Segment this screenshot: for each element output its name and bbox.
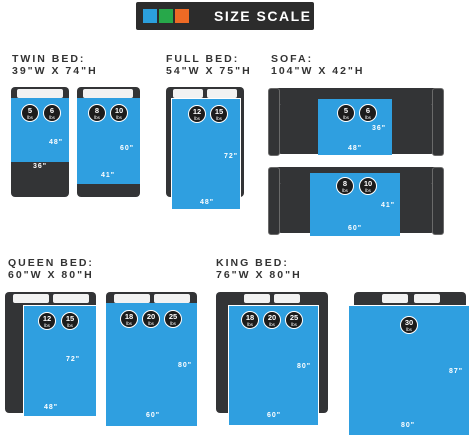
length-label: 80": [297, 363, 312, 370]
twin-bed-title: TWIN BED: 39"W X 74"H: [12, 53, 98, 77]
width-label: 36": [33, 163, 48, 170]
width-label: 60": [267, 412, 282, 419]
queen-bed-label: QUEEN BED:: [8, 257, 94, 269]
header-title: SIZE SCALE: [214, 8, 312, 24]
king-bed-label: KING BED:: [216, 257, 289, 269]
sofa-title: SOFA: 104"W X 42"H: [271, 53, 365, 77]
blue-swatch: [143, 9, 157, 23]
twin-blanket-small-ext: [11, 156, 69, 162]
sofa-arm-right: [432, 88, 444, 156]
length-label: 72": [66, 356, 81, 363]
sofa-label: SOFA:: [271, 53, 314, 65]
sofa-arm-right: [432, 167, 444, 235]
pillow: [53, 294, 89, 303]
full-bed-title: FULL BED: 54"W X 75"H: [166, 53, 252, 77]
length-label: 72": [224, 153, 239, 160]
king-bed-dimensions: 76"W X 80"H: [216, 269, 302, 281]
full-bed-label: FULL BED:: [166, 53, 240, 65]
width-label: 80": [401, 422, 416, 429]
width-label: 60": [146, 412, 161, 419]
sofa-dimensions: 104"W X 42"H: [271, 65, 365, 77]
twin-bed-label: TWIN BED:: [12, 53, 86, 65]
width-label: 48": [200, 199, 215, 206]
length-label: 87": [449, 368, 464, 375]
pillow: [83, 89, 133, 98]
pillow: [114, 294, 150, 303]
size-scale-header: SIZE SCALE: [136, 2, 314, 30]
length-label: 80": [178, 362, 193, 369]
pillow: [13, 294, 49, 303]
pillow: [382, 294, 408, 303]
length-label: 41": [381, 202, 396, 209]
queen-bed-dimensions: 60"W X 80"H: [8, 269, 94, 281]
king-bed-title: KING BED: 76"W X 80"H: [216, 257, 302, 281]
width-label: 60": [348, 225, 363, 232]
orange-swatch: [175, 9, 189, 23]
width-label: 41": [101, 172, 116, 179]
width-label: 48": [44, 404, 59, 411]
length-label: 36": [372, 125, 387, 132]
width-label: 48": [348, 145, 363, 152]
pillow: [17, 89, 63, 98]
pillow: [173, 89, 203, 98]
sofa-arm-left: [268, 88, 280, 156]
sofa-back: [272, 88, 440, 104]
green-swatch: [159, 9, 173, 23]
pillow: [244, 294, 270, 303]
twin-bed-dimensions: 39"W X 74"H: [12, 65, 98, 77]
pillow: [414, 294, 440, 303]
length-label: 48": [49, 139, 64, 146]
pillow: [274, 294, 300, 303]
pillow: [207, 89, 237, 98]
length-label: 60": [120, 145, 135, 152]
queen-bed-title: QUEEN BED: 60"W X 80"H: [8, 257, 94, 281]
sofa-arm-left: [268, 167, 280, 235]
full-bed-dimensions: 54"W X 75"H: [166, 65, 252, 77]
pillow: [154, 294, 190, 303]
